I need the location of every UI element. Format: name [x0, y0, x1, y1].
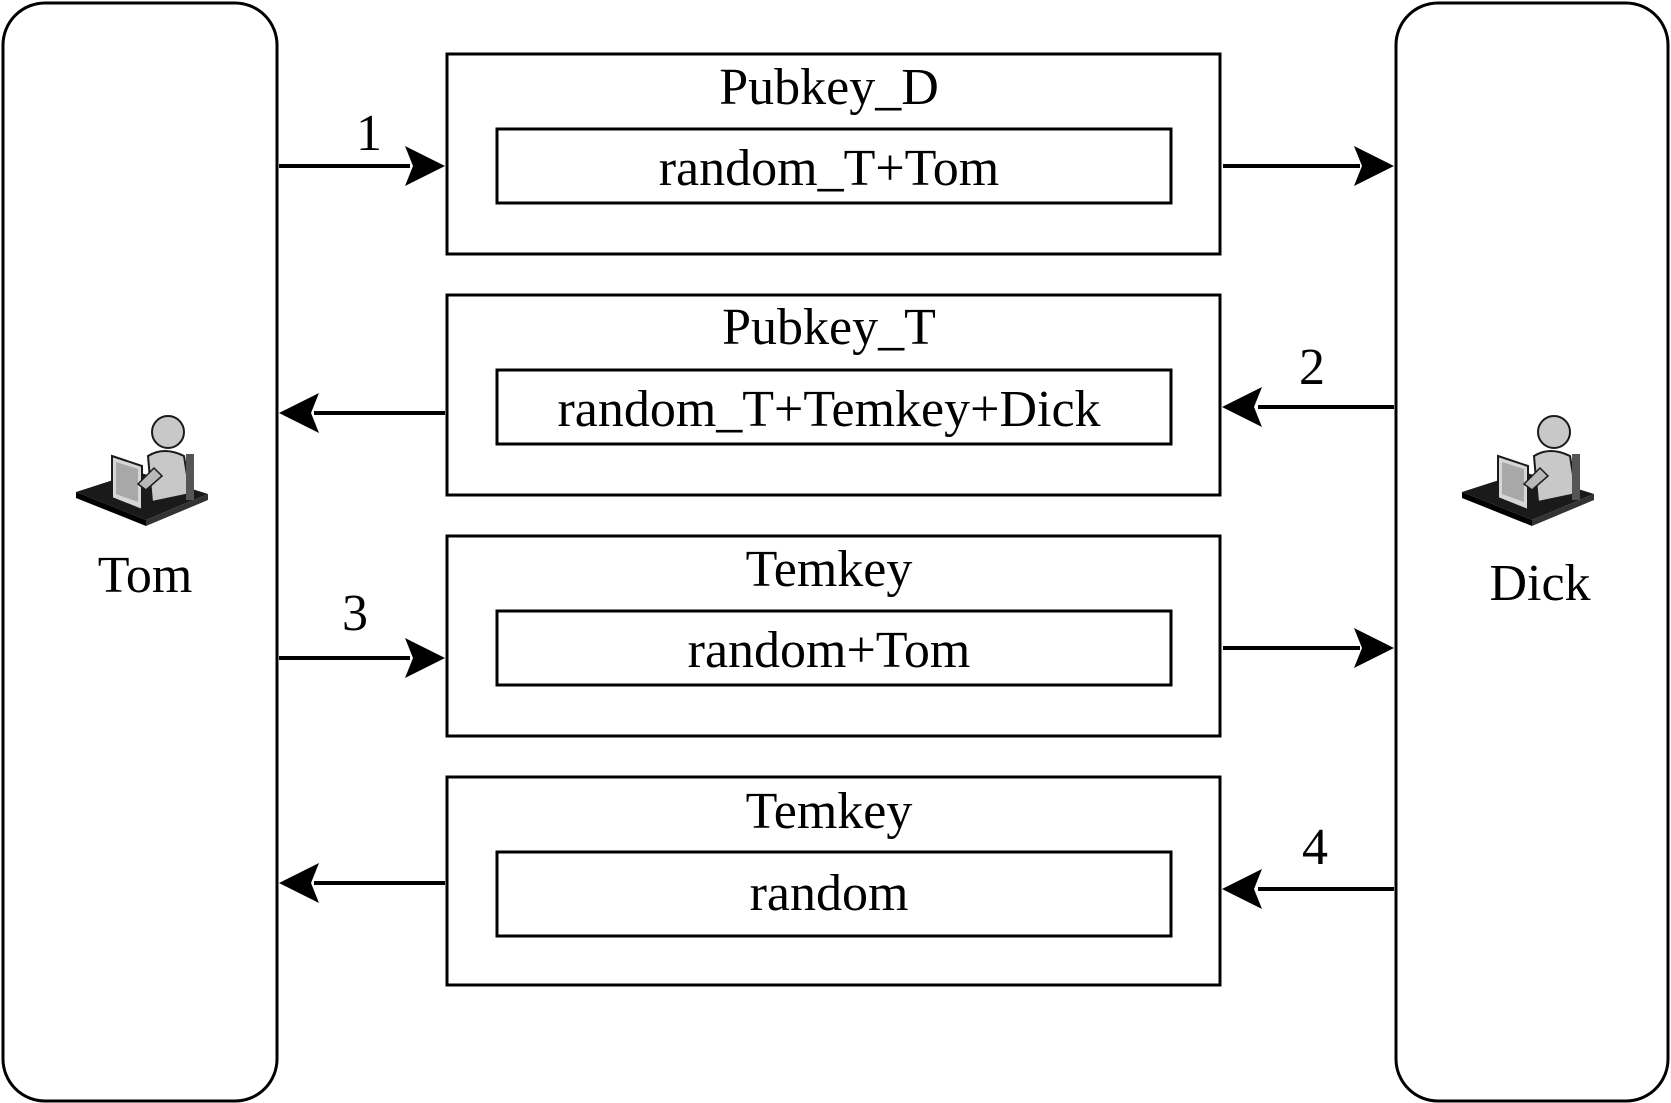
message-3-arrowhead-out [1354, 628, 1394, 668]
message-1-key: Pubkey_D [719, 59, 939, 116]
message-4-content: random [750, 865, 909, 922]
dick-column [1394, 1, 1670, 1103]
message-1-envelope [445, 52, 1222, 256]
tom-label: Tom [98, 547, 193, 604]
message-2-content: random_T+Temkey+Dick [557, 381, 1100, 438]
message-2-arrowhead-in [1222, 387, 1262, 427]
message-4-arrowhead-in [1222, 869, 1262, 909]
message-2-content-box [495, 368, 1173, 446]
message-3-step: 3 [342, 585, 368, 642]
message-3-arrowhead-in [405, 638, 445, 678]
message-2-step: 2 [1299, 339, 1325, 396]
message-2-envelope [445, 293, 1222, 497]
message-4-content-box [495, 850, 1173, 938]
message-1-step: 1 [356, 105, 382, 162]
message-4-step: 4 [1302, 819, 1328, 876]
message-1-arrowhead-in [405, 146, 445, 186]
message-1-arrowhead-out [1354, 146, 1394, 186]
tom-user-icon [75, 415, 209, 527]
message-3-content: random+Tom [688, 622, 971, 679]
tom-column [1, 1, 279, 1103]
message-3-envelope [445, 534, 1222, 738]
message-1: Pubkey_D random_T+Tom 1 [279, 52, 1394, 256]
message-2-key: Pubkey_T [722, 299, 936, 356]
message-4-envelope [445, 775, 1222, 987]
message-1-content-box [495, 127, 1173, 205]
message-3: Temkey random+Tom 3 [279, 534, 1394, 738]
dick-user-icon [1461, 415, 1595, 527]
message-4: Temkey random 4 [279, 775, 1394, 987]
message-2: Pubkey_T random_T+Temkey+Dick 2 [279, 293, 1394, 497]
message-1-content: random_T+Tom [659, 140, 1000, 197]
message-4-arrowhead-out [279, 863, 319, 903]
message-4-key: Temkey [746, 783, 913, 840]
message-3-key: Temkey [746, 541, 913, 598]
dick-label: Dick [1489, 555, 1590, 612]
message-2-arrowhead-out [279, 393, 319, 433]
message-3-content-box [495, 609, 1173, 687]
